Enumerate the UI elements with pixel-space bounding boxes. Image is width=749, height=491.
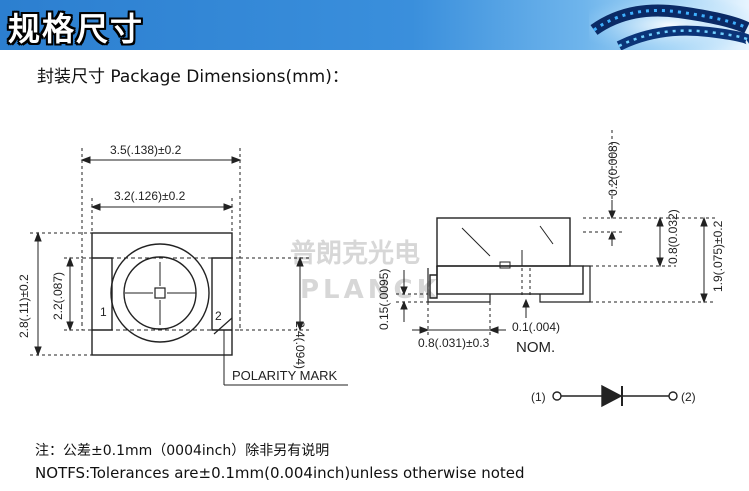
dim-side-total: 1.9(.075)±0.2 [711, 220, 725, 292]
dim-width-inner: 3.2(.126)±0.2 [114, 189, 186, 203]
watermark-en: PLANCK [300, 275, 441, 305]
polarity-mark-label: POLARITY MARK [232, 368, 338, 383]
led-chip [154, 287, 166, 299]
lens-outer [110, 243, 210, 343]
package-dimensions-heading: 封装尺寸 Package Dimensions(mm)： [37, 67, 349, 87]
tolerance-note-cn: 注：公差±0.1mm（0004inch）除非另有说明 [35, 443, 330, 459]
tolerance-note-en: NOTFS:Tolerances are±0.1mm(0.004inch)unl… [35, 464, 525, 482]
dim-side-top: 0.2(0.008) [606, 141, 620, 196]
pad-right [211, 257, 232, 331]
lead-left [429, 266, 438, 299]
package-base [436, 265, 584, 295]
dim-width-outer: 3.5(.138)±0.2 [110, 143, 182, 157]
chip-side [499, 261, 511, 269]
dim-side-bottom: 0.8(.031)±0.3 [418, 336, 490, 350]
top-view [81, 232, 241, 356]
terminal-1-label: (1) [531, 390, 546, 404]
watermark-cn: 普朗克光电 [290, 238, 420, 269]
terminal-2 [668, 391, 678, 401]
diode-schematic [552, 384, 678, 408]
diode-symbol-icon [601, 384, 623, 408]
package-inner-outline [81, 257, 241, 331]
led-strip-photo [589, 0, 749, 50]
terminal-2-label: (2) [681, 390, 696, 404]
header-banner: 规格尺寸 [0, 0, 749, 50]
pin1-label: 1 [100, 305, 107, 319]
lens-cap [436, 217, 571, 267]
dim-height-inner: 2.2(.087) [51, 272, 65, 320]
side-view [427, 217, 591, 303]
dim-side-mid: 0.8(0.032) [666, 209, 680, 264]
pad-left [92, 257, 113, 331]
pin2-label: 2 [215, 309, 222, 323]
package-outline [91, 232, 233, 356]
dim-height-right: 2.4(.094) [293, 321, 307, 369]
dim-height-outer: 2.8(.11)±0.2 [17, 274, 31, 338]
dim-side-small: 0.1(.004) [512, 320, 560, 334]
nom-label: NOM. [516, 339, 555, 356]
dim-side-left: 0.15(.0095) [377, 269, 391, 330]
terminal-1 [552, 391, 562, 401]
polarity-notch [213, 317, 233, 335]
page-title: 规格尺寸 [8, 10, 145, 48]
